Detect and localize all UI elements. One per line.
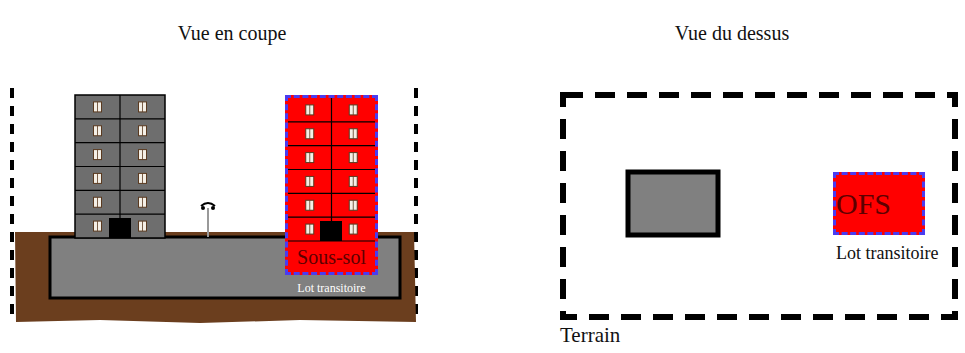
- lot-name: OFS: [836, 187, 891, 222]
- ofs-lot: OFSLot transitoire: [833, 172, 925, 235]
- building: [75, 95, 165, 238]
- part-name: Sous-sol: [297, 246, 366, 269]
- building-floors: [288, 98, 375, 272]
- view-title: Vue du dessus: [675, 22, 789, 45]
- lot-label: Lot transitoire: [836, 243, 938, 264]
- lot-label: Lot transitoire: [297, 282, 365, 296]
- view-title: Vue en coupe: [178, 22, 287, 45]
- lot-building: Sous-solLot transitoire: [285, 95, 378, 275]
- building-top: [628, 172, 718, 235]
- basement: [50, 237, 400, 298]
- limit-line: [10, 88, 14, 322]
- street-lamp: [201, 203, 215, 237]
- terrain-area: OFSLot transitoireTerrain: [560, 92, 958, 320]
- area-label: Terrain: [560, 323, 620, 347]
